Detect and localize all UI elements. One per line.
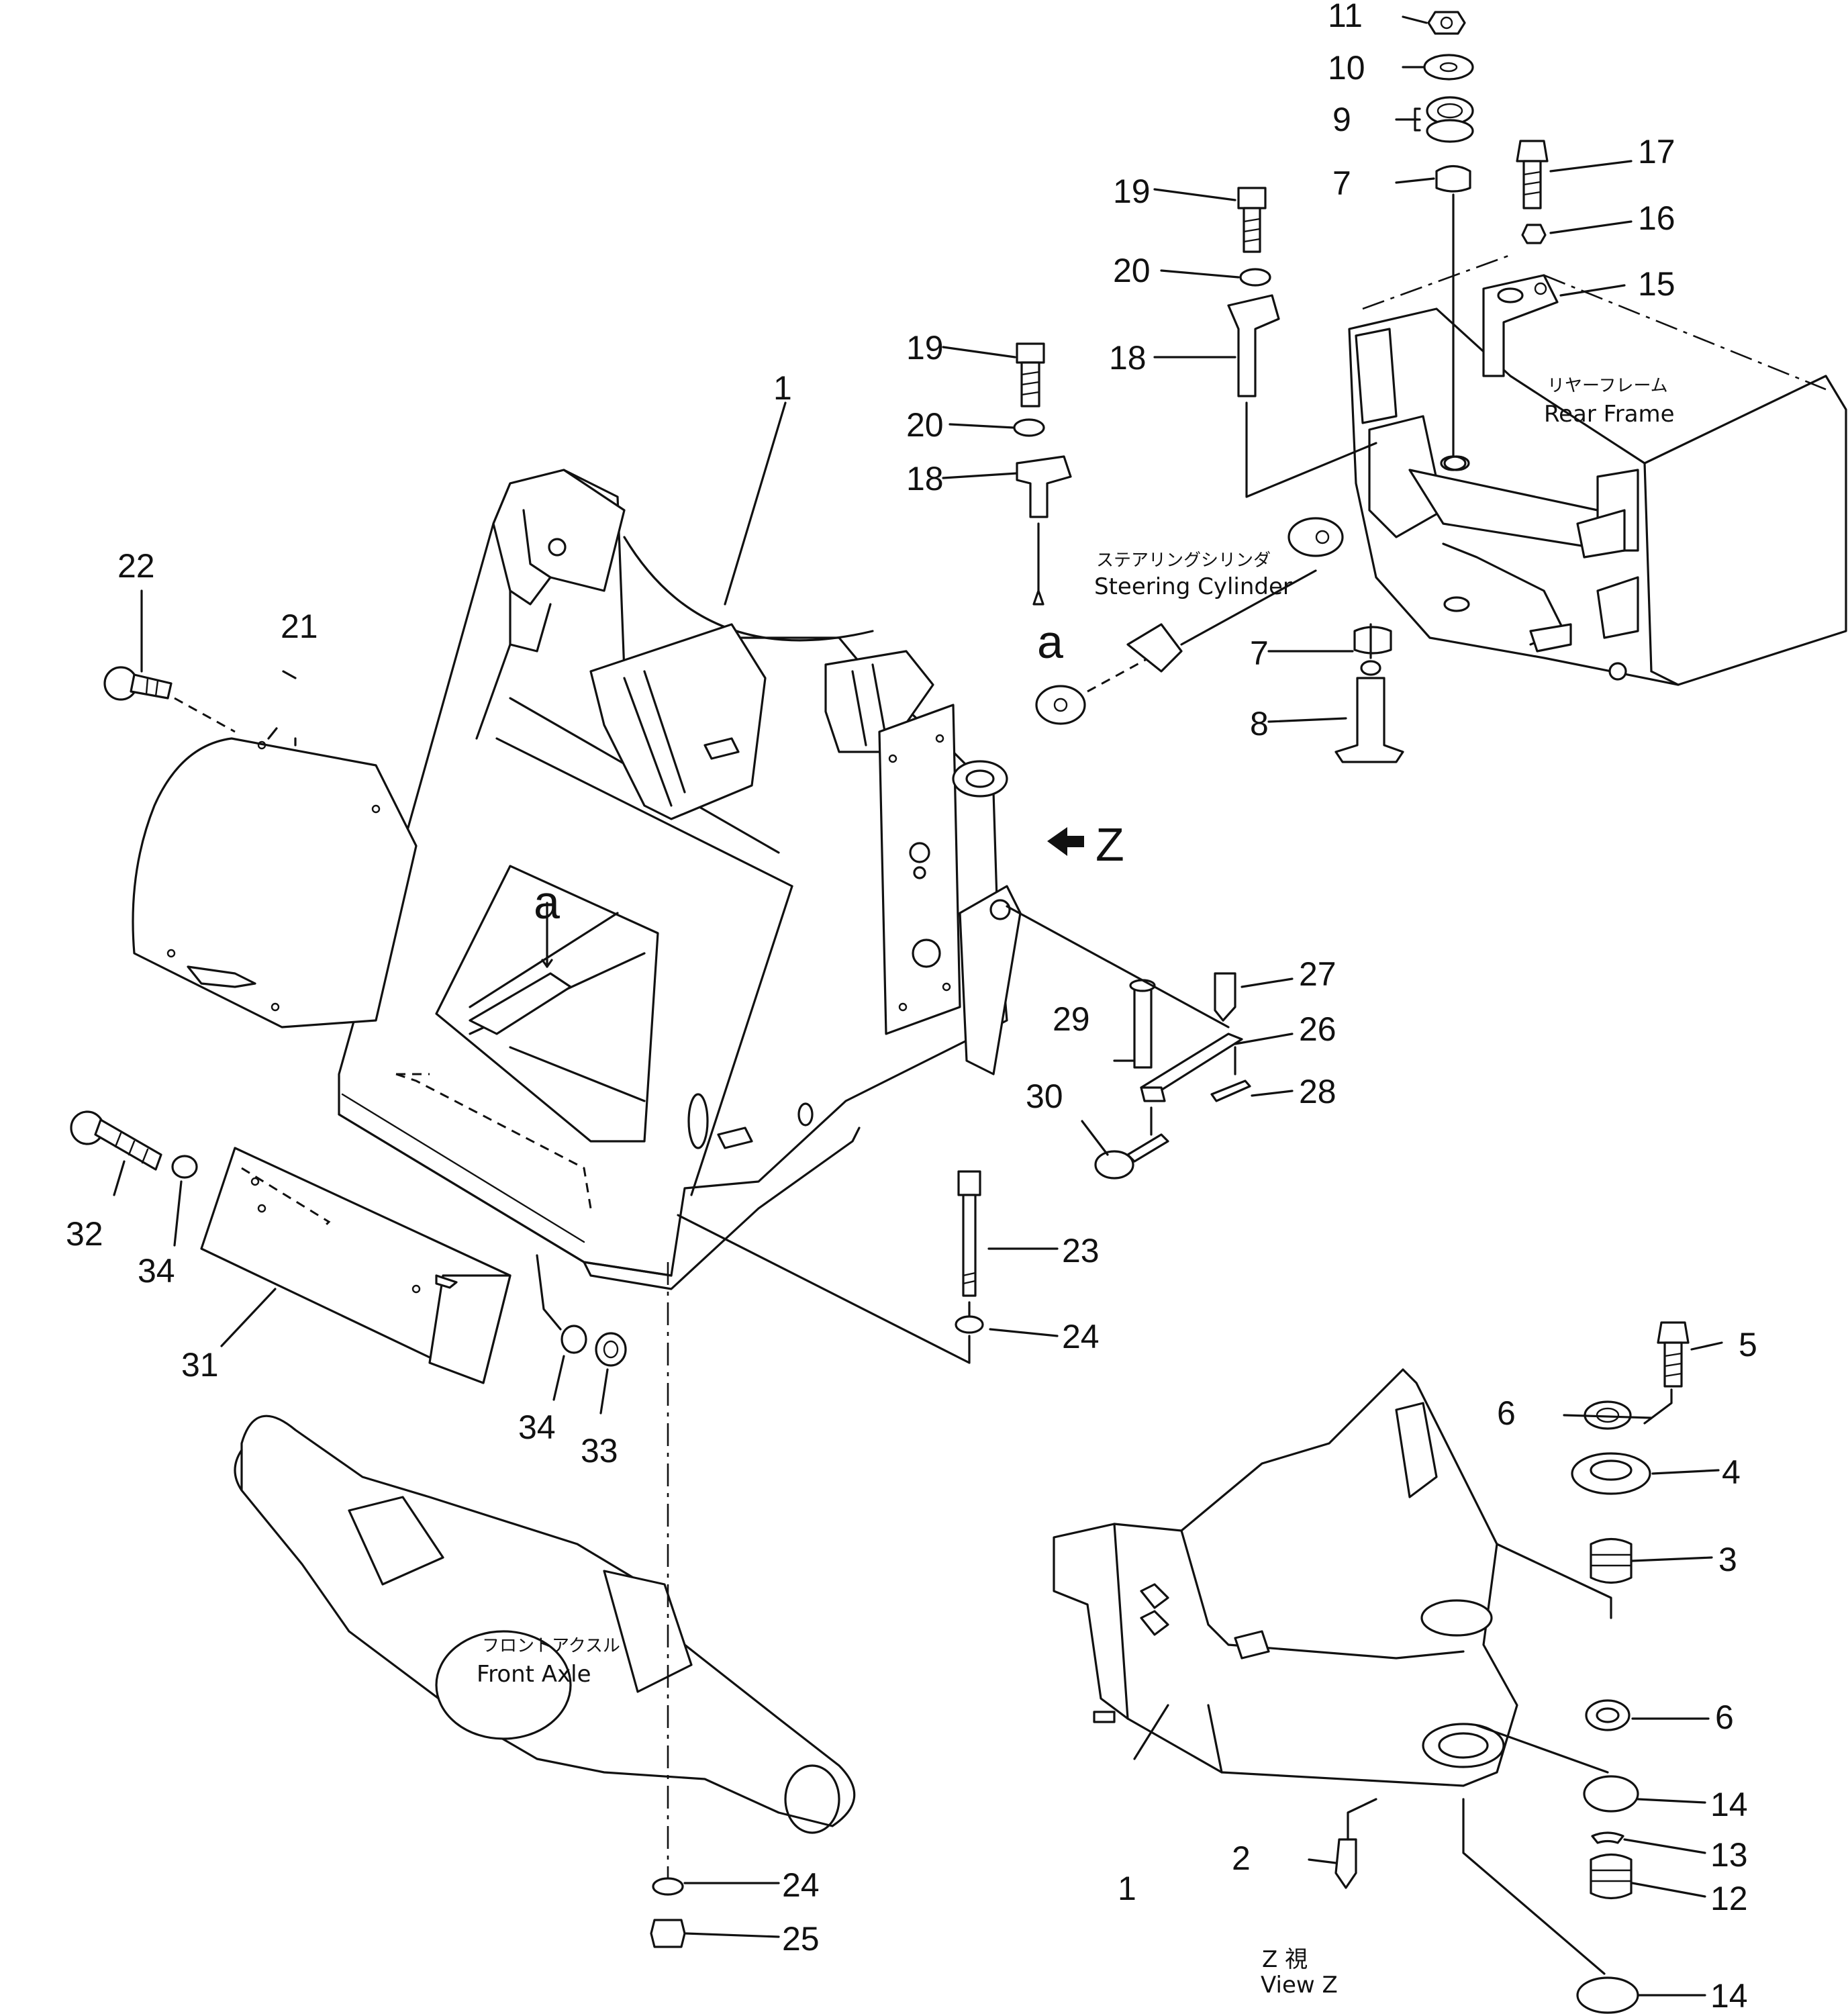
callout-7b: 7 [1250,634,1269,672]
rear-frame-jp-label: リヤーフレーム [1547,376,1668,396]
callout-11: 11 [1328,0,1363,34]
callout-14b: 14 [1710,1977,1748,2014]
view-z-detail [1053,1368,1518,1787]
callout-18b: 18 [906,460,944,497]
cover-plate-21 [132,737,418,1028]
leader-lines [113,15,1723,1997]
callout-21: 21 [281,608,318,645]
view-z-label: View Z [1261,1972,1338,1999]
callout-12: 12 [1710,1880,1748,1917]
callout-32: 32 [66,1215,103,1253]
callout-16: 16 [1638,199,1675,237]
callout-3: 3 [1718,1541,1737,1578]
callout-30: 30 [1026,1077,1063,1115]
callout-20a: 20 [1113,252,1151,289]
callout-7a: 7 [1332,164,1351,202]
callout-22: 22 [117,547,155,585]
callout-25: 25 [782,1920,820,1958]
hardware-parts [70,11,1690,2014]
steering-cylinder-jp-label: ステアリングシリンダ [1096,550,1271,571]
callout-28: 28 [1299,1073,1336,1110]
callout-10: 10 [1328,49,1365,87]
bottom-guard-31 [200,1147,512,1384]
callout-2: 2 [1232,1839,1251,1877]
callout-13: 13 [1710,1836,1748,1874]
callout-19a: 19 [1113,173,1151,210]
callout-33: 33 [581,1432,618,1470]
front-frame [338,469,1022,1290]
steering-cylinder [1035,517,1344,725]
callout-15: 15 [1638,265,1675,303]
callout-1: 1 [773,369,792,407]
z-view-arrow-icon [1047,827,1084,856]
callout-numbers: 1 1 2 3 4 5 6 6 7 7 8 9 10 11 12 13 14 1… [66,0,1757,2014]
text-labels: リヤーフレーム Rear Frame ステアリングシリンダ Steering C… [477,376,1675,1999]
callout-34a: 34 [138,1252,175,1290]
callout-8: 8 [1250,705,1269,742]
z-arrow-label: Z [1096,818,1124,871]
steering-cylinder-label: Steering Cylinder [1094,573,1292,600]
callout-14a: 14 [1710,1786,1748,1823]
front-axle [234,1414,856,1834]
callout-17: 17 [1638,133,1675,171]
callout-24b: 24 [782,1866,820,1904]
callout-19b: 19 [906,329,944,367]
callout-6b: 6 [1715,1698,1734,1736]
callout-18a: 18 [1109,339,1147,377]
ref-a-top: a [1037,616,1063,668]
callout-24a: 24 [1062,1318,1100,1355]
callout-27: 27 [1299,955,1336,993]
view-z-jp-label: Z 視 [1262,1946,1308,1973]
rear-frame [1348,254,1847,686]
callout-26: 26 [1299,1010,1336,1048]
callout-4: 4 [1722,1453,1741,1491]
callout-31: 31 [181,1346,219,1384]
callout-23: 23 [1062,1232,1100,1269]
callout-9: 9 [1332,101,1351,138]
callout-1-view-z: 1 [1118,1870,1136,1907]
callout-6a: 6 [1497,1394,1516,1432]
callout-29: 29 [1053,1000,1090,1038]
rear-frame-label: Rear Frame [1544,401,1675,428]
ref-a-window: a [534,876,560,928]
callout-20b: 20 [906,406,944,444]
front-axle-label: Front Axle [477,1661,591,1688]
callout-34b: 34 [518,1408,556,1446]
callout-5: 5 [1739,1326,1757,1363]
front-axle-jp-label: フロントアクスル [482,1636,620,1656]
